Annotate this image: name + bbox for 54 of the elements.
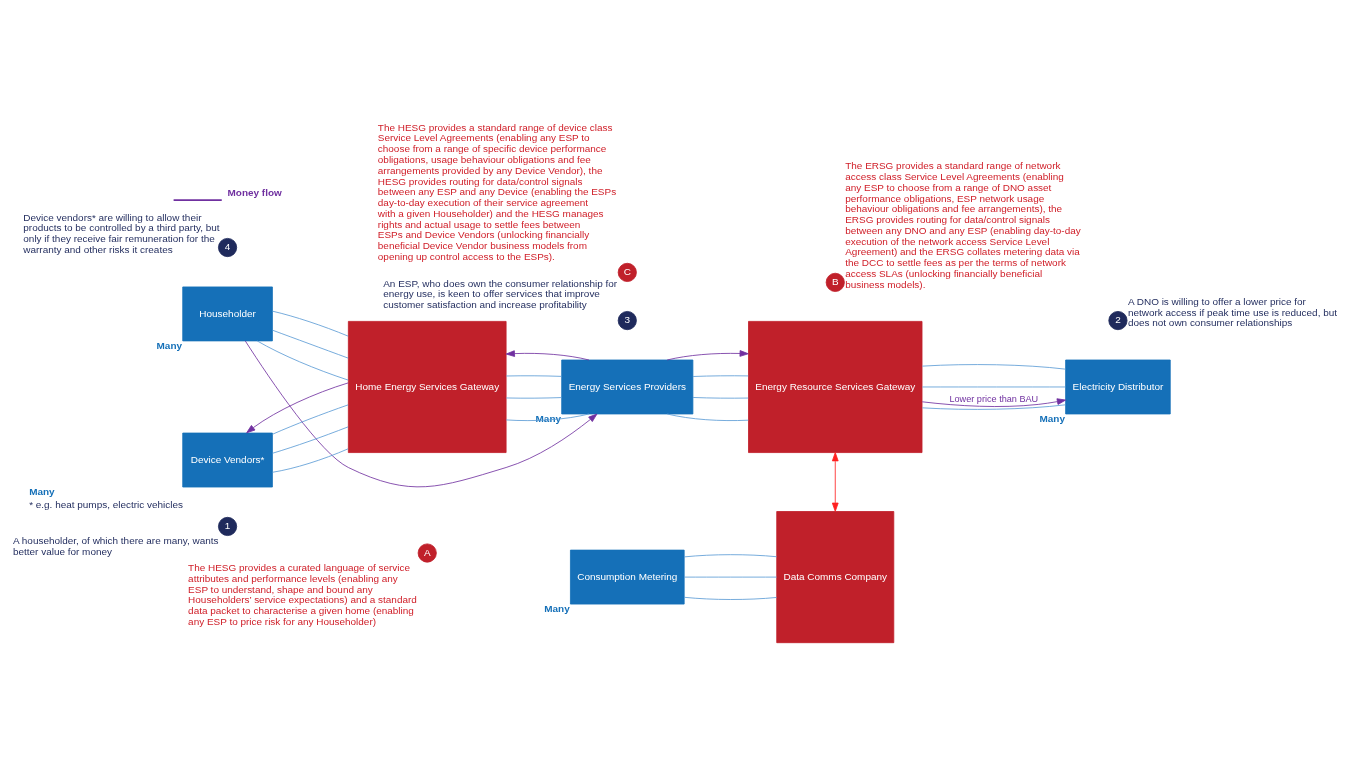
node-label: The ERSG provides a standard range of network access class Service Level Agreements (enabling any ESP to choose from a range of DNO asset performance obligations, ESP network usage behaviour obligations and fee arrangements), the ERSG provides routing for data/control signals between any DNO and any ESP (enabling day-to-day execution of the network access Service Level Agreement) and the ERSG collates metering data via the DCC to settle fees as per the terms of network access SLAs (unlocking financially beneficial business models). — [845, 160, 1081, 290]
arrow — [831, 452, 839, 512]
node-circle: 4 — [218, 237, 238, 258]
node-circle: A — [417, 543, 437, 563]
node-label: Many — [535, 413, 562, 425]
node-box: Householder — [182, 286, 273, 342]
node-label: A householder, of which there are many, wants better value for money — [12, 535, 219, 558]
node-circle: 2 — [1108, 311, 1128, 331]
node-box: Electricity Distributor — [1065, 359, 1171, 415]
arrow — [246, 382, 349, 434]
connector — [683, 596, 777, 600]
connector — [272, 310, 349, 337]
arrow — [505, 350, 590, 361]
arrow — [244, 340, 598, 488]
node-box: Energy Resource Services Gateway — [748, 321, 923, 453]
connector — [921, 404, 1066, 410]
node-circle: 1 — [218, 516, 238, 536]
node-box: Consumption Metering — [570, 549, 685, 605]
node-label: The HESG provides a curated language of service attributes and performance levels (enabling any ESP to understand, shape and bound any Householders’ service expectations) and a standard data packet to characterise a given home (enabling any ESP to price risk for any Householder) — [188, 561, 417, 627]
connector — [272, 448, 349, 473]
arrow — [666, 350, 749, 361]
connector — [272, 329, 349, 359]
connector — [272, 404, 349, 435]
connector — [921, 364, 1066, 370]
connector — [683, 576, 777, 578]
node-label: Device vendors* are willing to allow their products to be controlled by a third party, but only if they receive fair remuneration for the warranty and other risks it creates — [23, 211, 220, 255]
node-label: A DNO is willing to offer a lower price for network access if peak time use is reduced, but does not own consumer relationships — [1127, 295, 1338, 329]
node-circle: C — [617, 262, 637, 282]
connector — [505, 375, 562, 377]
connector — [256, 340, 349, 381]
node-circle: B — [825, 272, 845, 292]
node-label: An ESP, who does own the consumer relationship for energy use, is keen to offer services that improve customer satisfaction and increase profitability — [383, 277, 618, 311]
connector — [666, 413, 749, 421]
connector — [505, 413, 590, 422]
connector — [692, 397, 749, 399]
node-box: Home Energy Services Gateway — [347, 321, 507, 453]
node-box: Energy Services Providers — [561, 359, 694, 415]
node-label: Many — [1039, 413, 1065, 425]
node-label: * e.g. heat pumps, electric vehicles — [29, 499, 183, 511]
node-label: Many — [29, 485, 55, 497]
node-circle: 3 — [617, 311, 637, 331]
connector — [272, 426, 349, 454]
node-box: Device Vendors* — [182, 432, 273, 488]
node-label: Many — [156, 340, 183, 352]
connector — [505, 397, 562, 399]
connector — [692, 375, 749, 377]
legend-label: Money flow — [227, 186, 282, 198]
node-label: Many — [544, 603, 570, 615]
connector — [921, 386, 1066, 388]
node-box: Data Comms Company — [776, 511, 895, 644]
connector — [683, 554, 777, 558]
arrow — [921, 398, 1067, 407]
node-label: The HESG provides a standard range of device class Service Level Agreements (enabling any ESP to choose from a range of specific device performance obligations, usage behaviour obligations and fee arrangements provided by any Device Vendor), the HESG provides routing for data/control signals between any ESP and any Device (enabling the ESPs day-to-day execution of their service agreement with a given Householder) and the HESG manages rights and actual usage to settle fees between ESPs and Device Vendors (unlocking financially beneficial Device Vendor business models from opening up control access to the ESPs). — [377, 121, 617, 263]
edge-label: Lower price than BAU — [949, 393, 1039, 404]
